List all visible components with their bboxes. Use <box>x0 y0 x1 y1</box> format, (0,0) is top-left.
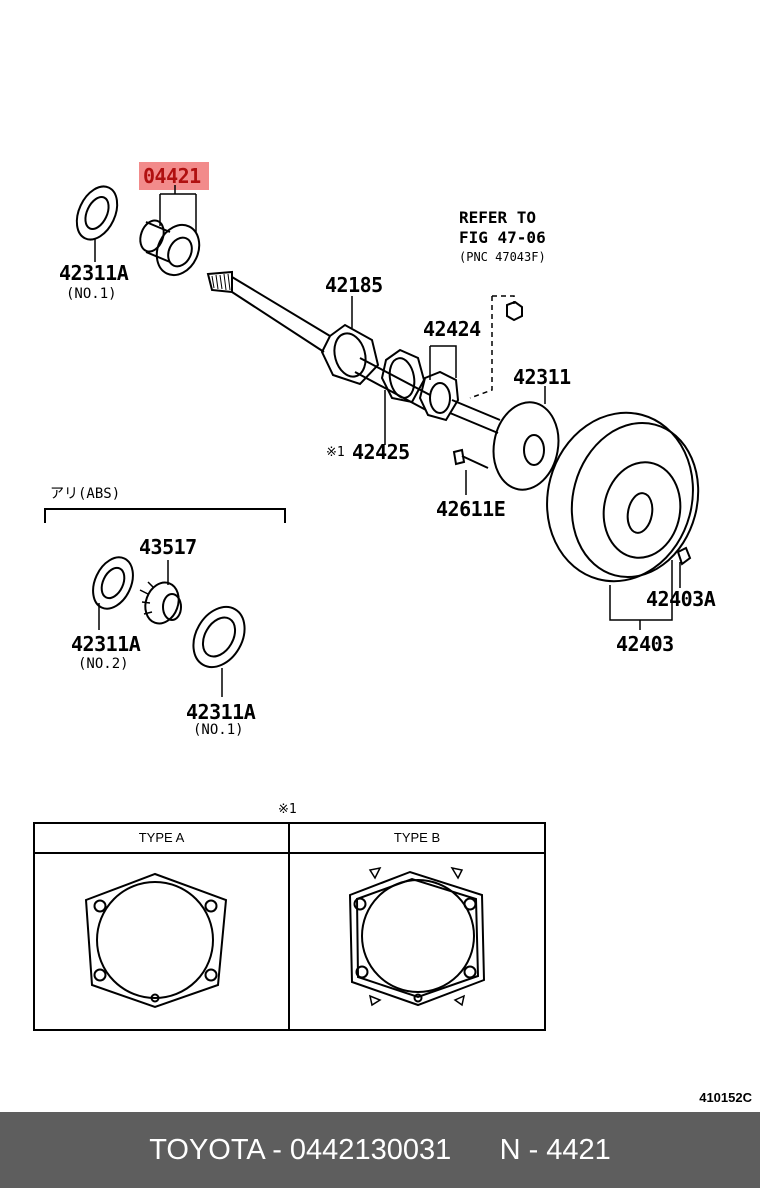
axle-exploded-diagram <box>33 185 700 1031</box>
gasket-type-a <box>84 872 228 1009</box>
bearing-04421 <box>139 185 201 277</box>
footer-part-number: TOYOTA - 0442130031 <box>149 1133 452 1166</box>
hub-nut <box>469 295 523 399</box>
part-42611e-label[interactable]: 42611E <box>436 497 506 521</box>
part-42425-mark: ※1 <box>326 445 345 460</box>
part-42403-label[interactable]: 42403 <box>616 632 674 656</box>
part-42311a-no2-label[interactable]: 42311A <box>71 632 141 656</box>
gasket-type-b <box>348 866 486 1007</box>
footer-reference: N - 4421 <box>499 1133 611 1166</box>
oil-seal-42311a-no1 <box>192 605 246 697</box>
gasket-42425 <box>380 348 426 445</box>
highlight-04421 <box>139 162 209 190</box>
part-42424-label[interactable]: 42424 <box>423 317 481 341</box>
flange-42311 <box>492 386 560 491</box>
part-42311a-no1-label[interactable]: 42311A <box>186 700 256 724</box>
part-42311a-no2-note: (NO.2) <box>78 656 129 672</box>
retainer-plate-42185 <box>320 296 380 386</box>
part-42403a-label[interactable]: 42403A <box>646 587 716 611</box>
sensor-rotor-43517 <box>139 560 182 625</box>
refer-line-2[interactable]: FIG 47-06 <box>459 228 546 247</box>
diagram-code: 410152C <box>699 1090 752 1105</box>
refer-line-3: (PNC 47043F) <box>459 250 546 264</box>
type-a-header: TYPE A <box>138 830 185 845</box>
part-42311a-top-note: (NO.1) <box>66 286 117 302</box>
bearing-retainer-42424 <box>418 345 460 422</box>
plug-42403a <box>676 546 692 588</box>
oil-seal-42311a-no2 <box>92 556 134 630</box>
table-mark: ※1 <box>278 802 297 817</box>
abs-group-bracket <box>44 508 286 523</box>
part-04421-label[interactable]: 04421 <box>143 164 201 188</box>
part-42185-label[interactable]: 42185 <box>325 273 383 297</box>
refer-line-1: REFER TO <box>459 208 537 227</box>
brake-drum-42403 <box>546 411 700 630</box>
abs-group-label: アリ(ABS) <box>50 486 121 502</box>
type-table <box>33 822 546 1031</box>
footer-bar: TOYOTA - 0442130031 N - 4421 <box>0 1112 760 1188</box>
oil-seal-42311a-top <box>75 185 119 262</box>
part-42425-label[interactable]: 42425 <box>352 440 410 464</box>
part-42311-label[interactable]: 42311 <box>513 365 571 389</box>
part-42311a-top-label[interactable]: 42311A <box>59 261 129 285</box>
type-b-header: TYPE B <box>393 830 441 845</box>
part-42311a-no1-note: (NO.1) <box>193 722 244 738</box>
hub-bolt-42611e <box>452 448 489 495</box>
part-43517-label[interactable]: 43517 <box>139 535 197 559</box>
